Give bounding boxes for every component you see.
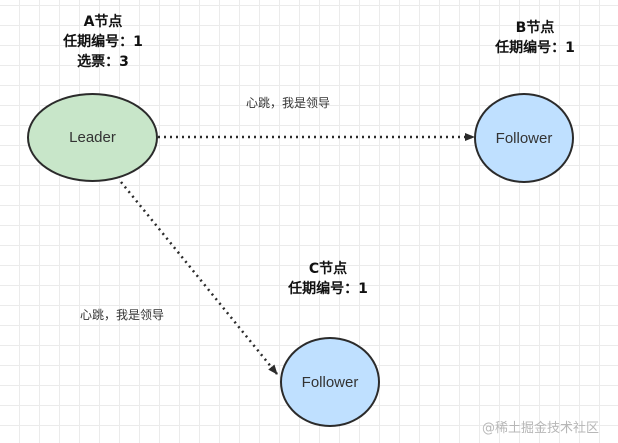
node-b-info: B节点 任期编号：1 (475, 18, 595, 58)
node-b-label: Follower (495, 129, 553, 147)
node-a-title: A节点 (83, 14, 123, 30)
watermark-text: @稀土掘金技术社区 (482, 421, 600, 436)
edge-a-to-c-label: 心跳，我是领导 (80, 308, 165, 322)
node-a-votes: 选票：3 (77, 54, 129, 70)
node-c-term: 任期编号：1 (288, 281, 368, 297)
node-c-title: C节点 (308, 261, 348, 277)
node-c-info: C节点 任期编号：1 (268, 259, 388, 299)
node-a-term: 任期编号：1 (63, 34, 143, 50)
edge-a-to-b-label: 心跳，我是领导 (246, 96, 331, 110)
node-b-term: 任期编号：1 (495, 40, 575, 56)
node-a-label: Leader (69, 129, 116, 146)
node-a-leader[interactable]: Leader (27, 93, 158, 182)
node-a-info: A节点 任期编号：1 选票：3 (48, 12, 158, 72)
node-b-title: B节点 (515, 20, 555, 36)
node-c-follower[interactable]: Follower (280, 337, 380, 427)
edge-a-to-c (120, 181, 278, 375)
node-c-label: Follower (301, 373, 359, 391)
node-b-follower[interactable]: Follower (474, 93, 574, 183)
